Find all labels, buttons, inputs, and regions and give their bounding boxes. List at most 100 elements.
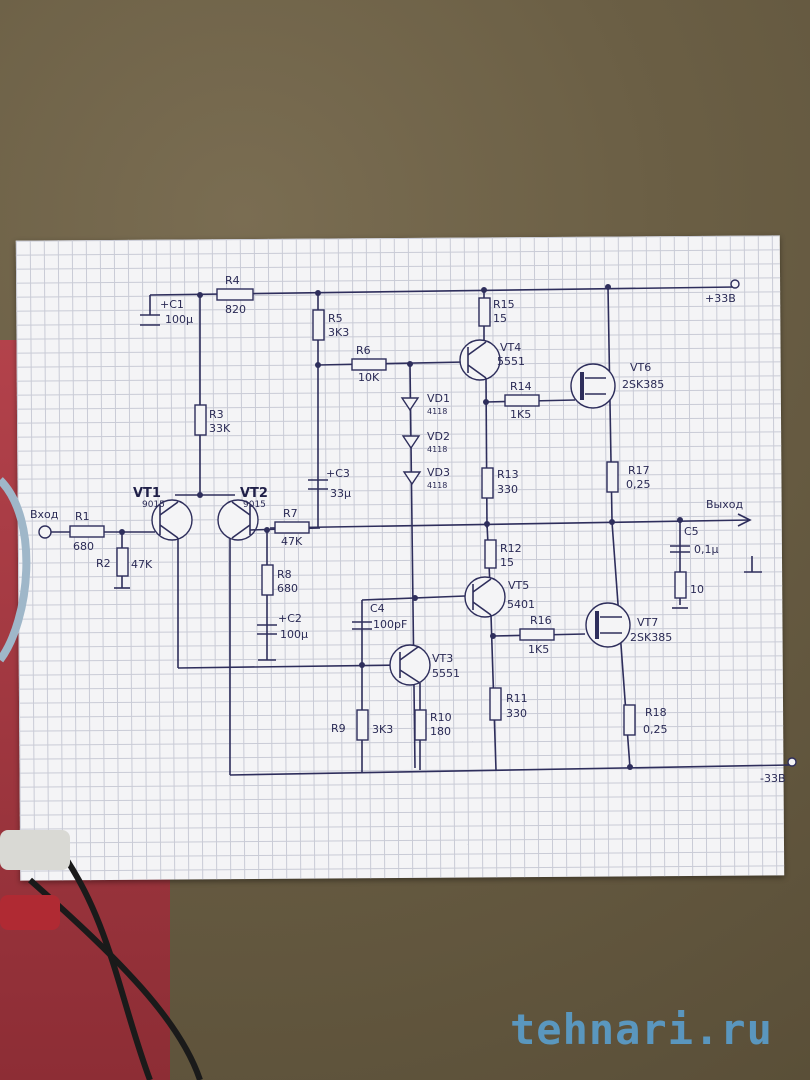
r8-value: 680 bbox=[277, 582, 298, 595]
vt5-value: 5401 bbox=[507, 598, 535, 611]
r6-symbol bbox=[351, 358, 387, 371]
vt4-symbol bbox=[459, 339, 501, 381]
vt3-name: VT3 bbox=[432, 652, 453, 665]
negative-terminal bbox=[787, 757, 797, 767]
vt1-value: 9015 bbox=[142, 500, 165, 510]
r3-name: R3 bbox=[209, 408, 224, 421]
r13-symbol bbox=[481, 467, 494, 499]
r7-name: R7 bbox=[283, 507, 298, 520]
r10-name: R10 bbox=[430, 711, 452, 724]
r2-name: R2 bbox=[96, 557, 111, 570]
r2-value: 47K bbox=[131, 558, 153, 571]
r17-name: R17 bbox=[628, 464, 650, 477]
r14-name: R14 bbox=[510, 380, 532, 393]
output-arrow-icon bbox=[737, 513, 752, 527]
r11-value: 330 bbox=[506, 707, 527, 720]
c1-name: +C1 bbox=[160, 298, 184, 311]
r9-name: R9 bbox=[331, 722, 346, 735]
r6-name: R6 bbox=[356, 344, 371, 357]
r11-symbol bbox=[489, 687, 502, 721]
vd3-symbol bbox=[402, 471, 422, 486]
r1-symbol bbox=[69, 525, 105, 538]
vt5-symbol bbox=[464, 576, 506, 618]
r7-value: 47K bbox=[281, 535, 303, 548]
zobel-resistor-value: 10 bbox=[690, 583, 704, 596]
r17-symbol bbox=[606, 461, 619, 493]
vt2-value: 9015 bbox=[243, 500, 266, 510]
vt5-name: VT5 bbox=[508, 579, 529, 592]
vt6-value: 2SK385 bbox=[622, 378, 664, 391]
vt4-name: VT4 bbox=[500, 341, 521, 354]
r8-symbol bbox=[261, 564, 274, 596]
r16-symbol bbox=[519, 628, 555, 641]
r15-value: 15 bbox=[493, 312, 507, 325]
c3-name: +C3 bbox=[326, 467, 350, 480]
r18-name: R18 bbox=[645, 706, 667, 719]
vd2-value: 4118 bbox=[427, 445, 447, 454]
vd2-symbol bbox=[401, 435, 421, 450]
c5-name: C5 bbox=[684, 525, 699, 538]
r6-value: 10K bbox=[358, 371, 380, 384]
vd3-value: 4118 bbox=[427, 481, 447, 490]
r11-name: R11 bbox=[506, 692, 528, 705]
vt2-name: VT2 bbox=[240, 486, 268, 501]
vd1-name: VD1 bbox=[427, 392, 450, 405]
r7-symbol bbox=[274, 521, 310, 534]
vt4-value: 5551 bbox=[497, 355, 525, 368]
negative-rail bbox=[229, 764, 791, 776]
r5-value: 3K3 bbox=[328, 326, 349, 339]
vd3-name: VD3 bbox=[427, 466, 450, 479]
output-label: Выход bbox=[706, 498, 743, 511]
r14-value: 1K5 bbox=[510, 408, 531, 421]
r10-value: 180 bbox=[430, 725, 451, 738]
r13-name: R13 bbox=[497, 468, 519, 481]
r18-symbol bbox=[623, 704, 636, 736]
vt3-value: 5551 bbox=[432, 667, 460, 680]
c1-value: 100µ bbox=[165, 313, 193, 326]
r2-symbol bbox=[116, 547, 129, 577]
r16-name: R16 bbox=[530, 614, 552, 627]
r5-name: R5 bbox=[328, 312, 343, 325]
vt1-name: VT1 bbox=[133, 486, 161, 501]
c3-value: 33µ bbox=[330, 487, 351, 500]
r12-name: R12 bbox=[500, 542, 522, 555]
r4-symbol bbox=[216, 288, 254, 301]
vt7-value: 2SK385 bbox=[630, 631, 672, 644]
input-label: Вход bbox=[30, 508, 59, 521]
r3-symbol bbox=[194, 404, 207, 436]
positive-supply-label: +33В bbox=[705, 292, 736, 305]
vd1-symbol bbox=[400, 397, 420, 412]
c2-name: +C2 bbox=[278, 612, 302, 625]
r9-symbol bbox=[356, 709, 369, 741]
r5-symbol bbox=[312, 309, 325, 341]
vt1-symbol bbox=[151, 499, 193, 541]
r3-value: 33K bbox=[209, 422, 231, 435]
r1-value: 680 bbox=[73, 540, 94, 553]
r12-symbol bbox=[484, 539, 497, 569]
positive-terminal bbox=[730, 279, 740, 289]
r4-value: 820 bbox=[225, 303, 246, 316]
r16-value: 1K5 bbox=[528, 643, 549, 656]
c5-value: 0,1µ bbox=[694, 543, 719, 556]
r9-value: 3K3 bbox=[372, 723, 393, 736]
r4-name: R4 bbox=[225, 274, 240, 287]
watermark: tehnari.ru bbox=[510, 1005, 773, 1054]
r1-name: R1 bbox=[75, 510, 90, 523]
c2-value: 100µ bbox=[280, 628, 308, 641]
negative-supply-label: -33В bbox=[760, 772, 786, 785]
vd1-value: 4118 bbox=[427, 407, 447, 416]
vt2-symbol bbox=[217, 499, 259, 541]
vt7-name: VT7 bbox=[637, 616, 658, 629]
r8-name: R8 bbox=[277, 568, 292, 581]
vt6-name: VT6 bbox=[630, 361, 651, 374]
c4-name: C4 bbox=[370, 602, 385, 615]
r17-value: 0,25 bbox=[626, 478, 651, 491]
c4-value: 100pF bbox=[373, 618, 407, 631]
output-line bbox=[269, 519, 751, 529]
r18-value: 0,25 bbox=[643, 723, 668, 736]
r15-name: R15 bbox=[493, 298, 515, 311]
zobel-resistor-symbol bbox=[674, 571, 687, 599]
r13-value: 330 bbox=[497, 483, 518, 496]
